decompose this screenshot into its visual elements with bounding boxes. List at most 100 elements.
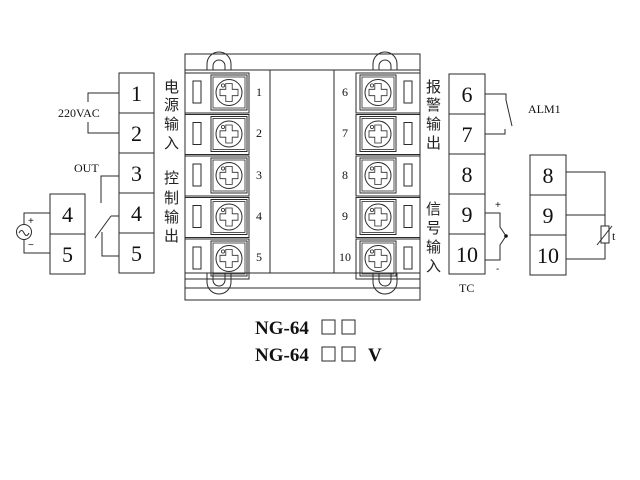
screw-dot [369, 249, 374, 254]
terminal-block-frame [184, 197, 250, 238]
alarm-wire-6 [485, 93, 507, 100]
device-number-3: 3 [256, 168, 262, 182]
screw-head-icon [215, 79, 243, 106]
screw-dot [220, 249, 225, 254]
top-left-clip-icon [206, 51, 232, 70]
bottom-right-clip-inner [378, 273, 392, 287]
screw-terminal [184, 155, 250, 197]
label-char: 入 [426, 257, 441, 275]
model-2-placeholder-box-2 [341, 346, 356, 362]
device-number-4: 4 [256, 209, 262, 223]
screw-terminal [355, 114, 421, 155]
screw-head-icon [215, 245, 243, 272]
alarm-wire-7 [485, 129, 506, 135]
model-1-placeholder-box-2 [341, 319, 356, 335]
cross-slot-icon [368, 166, 388, 185]
cross-slot-icon [219, 124, 239, 144]
screw-housing-inner [361, 242, 395, 275]
screw-housing [210, 116, 248, 152]
top-right-clip-inner [378, 59, 392, 70]
top-left-clip-inner [212, 59, 226, 70]
terminal-tab [192, 246, 202, 270]
model-1: NG-64 [255, 318, 356, 339]
device-number-10: 10 [339, 250, 351, 264]
terminal-tab [403, 80, 413, 104]
screw-dot [369, 83, 374, 88]
screw-housing-inner [212, 201, 246, 233]
left-terminal-2-box [118, 112, 155, 154]
out-label: OUT [74, 161, 99, 175]
screw-housing [210, 199, 248, 235]
terminal-block-frame [355, 72, 421, 114]
label-char: 输 [426, 238, 441, 256]
right-terminal-strip: 6 7 8 9 10 [448, 73, 486, 275]
terminal-tab [403, 246, 413, 270]
cross-slot-icon [219, 207, 239, 227]
right-terminal-6-label: 6 [462, 82, 473, 107]
rtd-terminal-block: 8 9 10 t [529, 154, 616, 276]
label-char: 控 [164, 169, 179, 187]
tc-label: TC [459, 281, 474, 295]
screw-dot [369, 125, 374, 130]
label-char: 制 [164, 189, 179, 207]
alarm-contact-icon [505, 99, 513, 127]
cross-slot-icon [368, 249, 388, 268]
terminal-tab [192, 205, 202, 228]
screw-housing-inner [361, 118, 395, 150]
screw-dot [369, 166, 374, 171]
label-char: 源 [164, 96, 179, 114]
screw-housing [359, 199, 397, 235]
screw-housing-inner [361, 76, 395, 109]
power-wiring: 220VAC [58, 92, 119, 134]
thermocouple-wiring: + - TC [459, 200, 508, 295]
screw-dot [220, 166, 225, 171]
screw-dot [369, 207, 374, 212]
screw-head-icon [215, 203, 243, 231]
left-terminal-3-label: 3 [131, 161, 142, 186]
ssr-wire-plus [23, 212, 50, 224]
ssr-terminal-block: 4 5 + − [16, 193, 86, 275]
power-input-label: 电 源 输 入 [164, 78, 179, 152]
screw-dot [220, 125, 225, 130]
alarm-wiring: ALM1 [485, 93, 561, 135]
label-char: 入 [164, 134, 179, 152]
thermocouple-icon [485, 212, 507, 261]
left-terminal-2-label: 2 [131, 121, 142, 146]
device-number-5: 5 [256, 250, 262, 264]
right-terminal-9-label: 9 [462, 202, 473, 227]
ssr-terminal-4-label: 4 [62, 202, 73, 227]
screw-housing-inner [212, 118, 246, 150]
device-number-1: 1 [256, 85, 262, 99]
screw-terminal [184, 238, 250, 280]
device-number-7: 7 [342, 126, 348, 140]
bottom-left-clip-icon [206, 273, 232, 295]
screw-housing-inner [212, 76, 246, 109]
screw-terminal [184, 72, 250, 114]
label-char: 号 [426, 219, 441, 237]
terminal-block-frame [184, 114, 250, 155]
cross-slot-icon [219, 249, 239, 268]
right-terminal-9-box [448, 193, 486, 235]
device-left-numbers: 1 2 3 4 5 [256, 85, 262, 264]
rtd-terminal-8-box [529, 154, 567, 196]
tc-minus-sign: - [496, 264, 499, 275]
screw-head-icon [364, 79, 392, 106]
device-number-6: 6 [342, 85, 348, 99]
screw-housing-inner [212, 242, 246, 275]
rtd-label: t [612, 229, 616, 243]
screw-dot [220, 207, 225, 212]
right-terminal-6-box [448, 73, 486, 115]
model-1-placeholder-box-1 [321, 319, 336, 335]
screw-housing-inner [361, 159, 395, 192]
ssr-terminal-5-box [49, 233, 86, 275]
screw-head-icon [364, 245, 392, 272]
left-terminal-1-label: 1 [131, 81, 142, 106]
screw-terminal [184, 114, 250, 155]
ssr-wire-minus [23, 240, 50, 254]
terminal-tab [403, 122, 413, 145]
rtd-wire-10 [566, 243, 606, 260]
left-terminal-4-box [118, 192, 155, 234]
model-2: NG-64 V [255, 345, 382, 366]
terminal-tab [403, 205, 413, 228]
